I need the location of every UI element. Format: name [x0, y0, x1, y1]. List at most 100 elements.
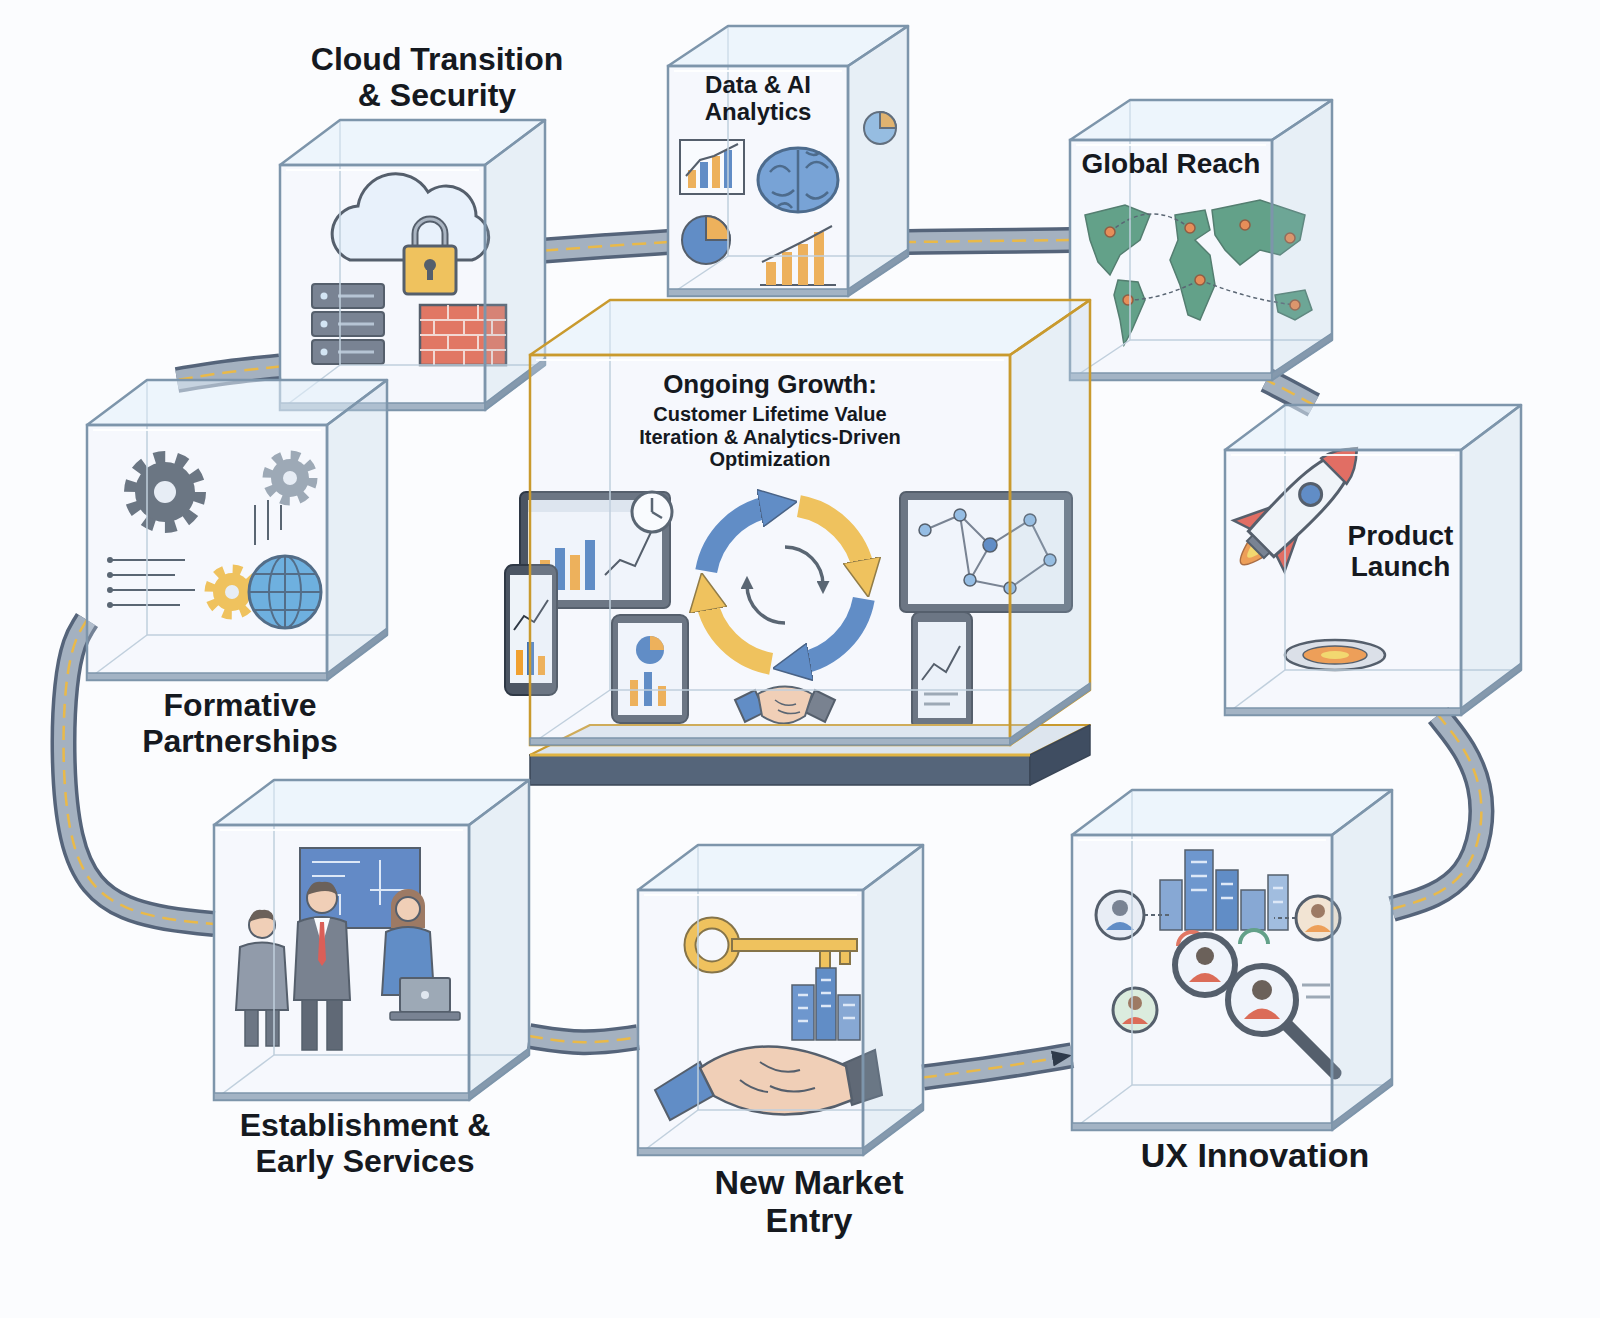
cube-side-face — [848, 26, 908, 296]
road-connector — [1267, 380, 1314, 405]
label-block: UX Innovation — [1095, 1136, 1415, 1174]
cube-highlight — [1231, 454, 1455, 456]
cube-base — [1332, 1078, 1392, 1130]
cube-side-face — [1332, 790, 1392, 1130]
cube-side-face — [1010, 300, 1090, 745]
cube-highlight — [1078, 839, 1326, 841]
growth-cycle-icon — [516, 650, 523, 675]
cube-base — [214, 1093, 469, 1100]
road-centre-line — [908, 240, 1070, 242]
label-block: Establishment & Early Services — [215, 1108, 515, 1180]
cube-outline — [1070, 100, 1332, 380]
node-body: Customer Lifetime Value Iteration & Anal… — [625, 403, 915, 470]
road-edge — [1267, 380, 1314, 405]
cube-side-face — [327, 380, 387, 680]
glass-cube: Product Launch — [1225, 405, 1521, 715]
road-centre-line — [529, 1036, 638, 1042]
cube-highlight — [536, 359, 1004, 361]
label-block: Data & AI Analytics — [673, 72, 843, 126]
road-surface — [177, 367, 280, 381]
road-surface — [1267, 380, 1314, 405]
cube-highlight — [286, 169, 479, 171]
cube-front-face — [638, 890, 863, 1155]
cube-base — [1461, 663, 1521, 715]
cube-front-face — [1070, 140, 1272, 380]
cube-side-face — [469, 780, 529, 1100]
road-connector — [923, 1055, 1072, 1077]
cube-side-face — [1461, 405, 1521, 715]
cube-front-face — [87, 425, 327, 680]
cube-outline — [214, 780, 529, 1100]
cube-outline — [280, 120, 545, 410]
node-label: Cloud Transition & Security — [297, 42, 577, 114]
label-block: Ongoing Growth: Customer Lifetime Value I… — [570, 370, 970, 470]
road-connector — [545, 242, 668, 251]
node-label: Ongoing Growth: — [570, 370, 970, 399]
road-connector — [908, 240, 1070, 242]
node-label: UX Innovation — [1095, 1136, 1415, 1174]
node-label: Formative Partnerships — [125, 688, 355, 760]
cube-platform — [530, 754, 1030, 757]
glass-cube: New Market Entry — [638, 845, 923, 1155]
node-label: Product Launch — [1343, 520, 1458, 583]
road-edge — [908, 240, 1070, 242]
label-block: Global Reach — [1075, 148, 1267, 179]
road-centre-line — [545, 242, 668, 251]
label-block: Formative Partnerships — [125, 688, 355, 760]
cube-side-face — [1272, 100, 1332, 380]
road-connector — [177, 367, 280, 381]
road-connector — [529, 1036, 638, 1042]
cube-base — [638, 1148, 863, 1155]
node-label: Global Reach — [1075, 148, 1267, 179]
cube-highlight — [93, 429, 321, 431]
road-surface — [923, 1055, 1072, 1077]
glass-cube: UX Innovation — [1072, 790, 1392, 1130]
cube-base — [327, 628, 387, 680]
cube-outline — [87, 380, 387, 680]
cube-base — [848, 249, 908, 296]
node-label: New Market Entry — [699, 1163, 919, 1239]
road-centre-line — [1392, 715, 1481, 909]
label-block: Product Launch — [1343, 520, 1458, 583]
road-edge — [923, 1055, 1072, 1077]
road-surface — [545, 242, 668, 251]
cube-platform — [530, 755, 1030, 785]
cube-front-face — [1072, 835, 1332, 1130]
cube-base — [1272, 333, 1332, 380]
cube-front-face — [214, 825, 469, 1100]
glass-cube: Global Reach — [1070, 100, 1332, 380]
road-edge — [1392, 715, 1481, 909]
road-surface — [1392, 715, 1481, 909]
cube-front-face — [668, 66, 848, 296]
cube-base — [87, 673, 327, 680]
glass-cube: Ongoing Growth: Customer Lifetime Value I… — [530, 300, 1090, 800]
glass-cube: Data & AI Analytics — [668, 26, 908, 296]
cube-top-face — [530, 300, 1090, 355]
road-surface — [908, 240, 1070, 242]
cube-highlight — [644, 894, 857, 896]
node-label: Establishment & Early Services — [215, 1108, 515, 1180]
glass-cube: Cloud Transition & Security — [280, 120, 545, 410]
cube-side-face — [863, 845, 923, 1155]
road-surface — [529, 1036, 638, 1042]
road-edge — [529, 1036, 638, 1042]
node-label: Data & AI Analytics — [673, 72, 843, 126]
road-edge — [177, 367, 280, 381]
cube-highlight — [220, 829, 463, 831]
cube-base — [469, 1048, 529, 1100]
cube-base — [1072, 1123, 1332, 1130]
label-block: New Market Entry — [699, 1163, 919, 1239]
cube-front-face — [280, 165, 485, 410]
cube-front-face — [530, 355, 1010, 745]
road-centre-line — [177, 367, 280, 381]
cube-outline — [1072, 790, 1392, 1130]
cube-base — [1010, 683, 1090, 745]
cube-base — [530, 738, 1010, 745]
cube-front-face — [1225, 450, 1461, 715]
road-connector — [1392, 715, 1481, 909]
road-centre-line — [923, 1055, 1072, 1077]
glass-cube: Formative Partnerships — [87, 380, 387, 680]
cube-base — [1225, 708, 1461, 715]
cube-base — [863, 1103, 923, 1155]
